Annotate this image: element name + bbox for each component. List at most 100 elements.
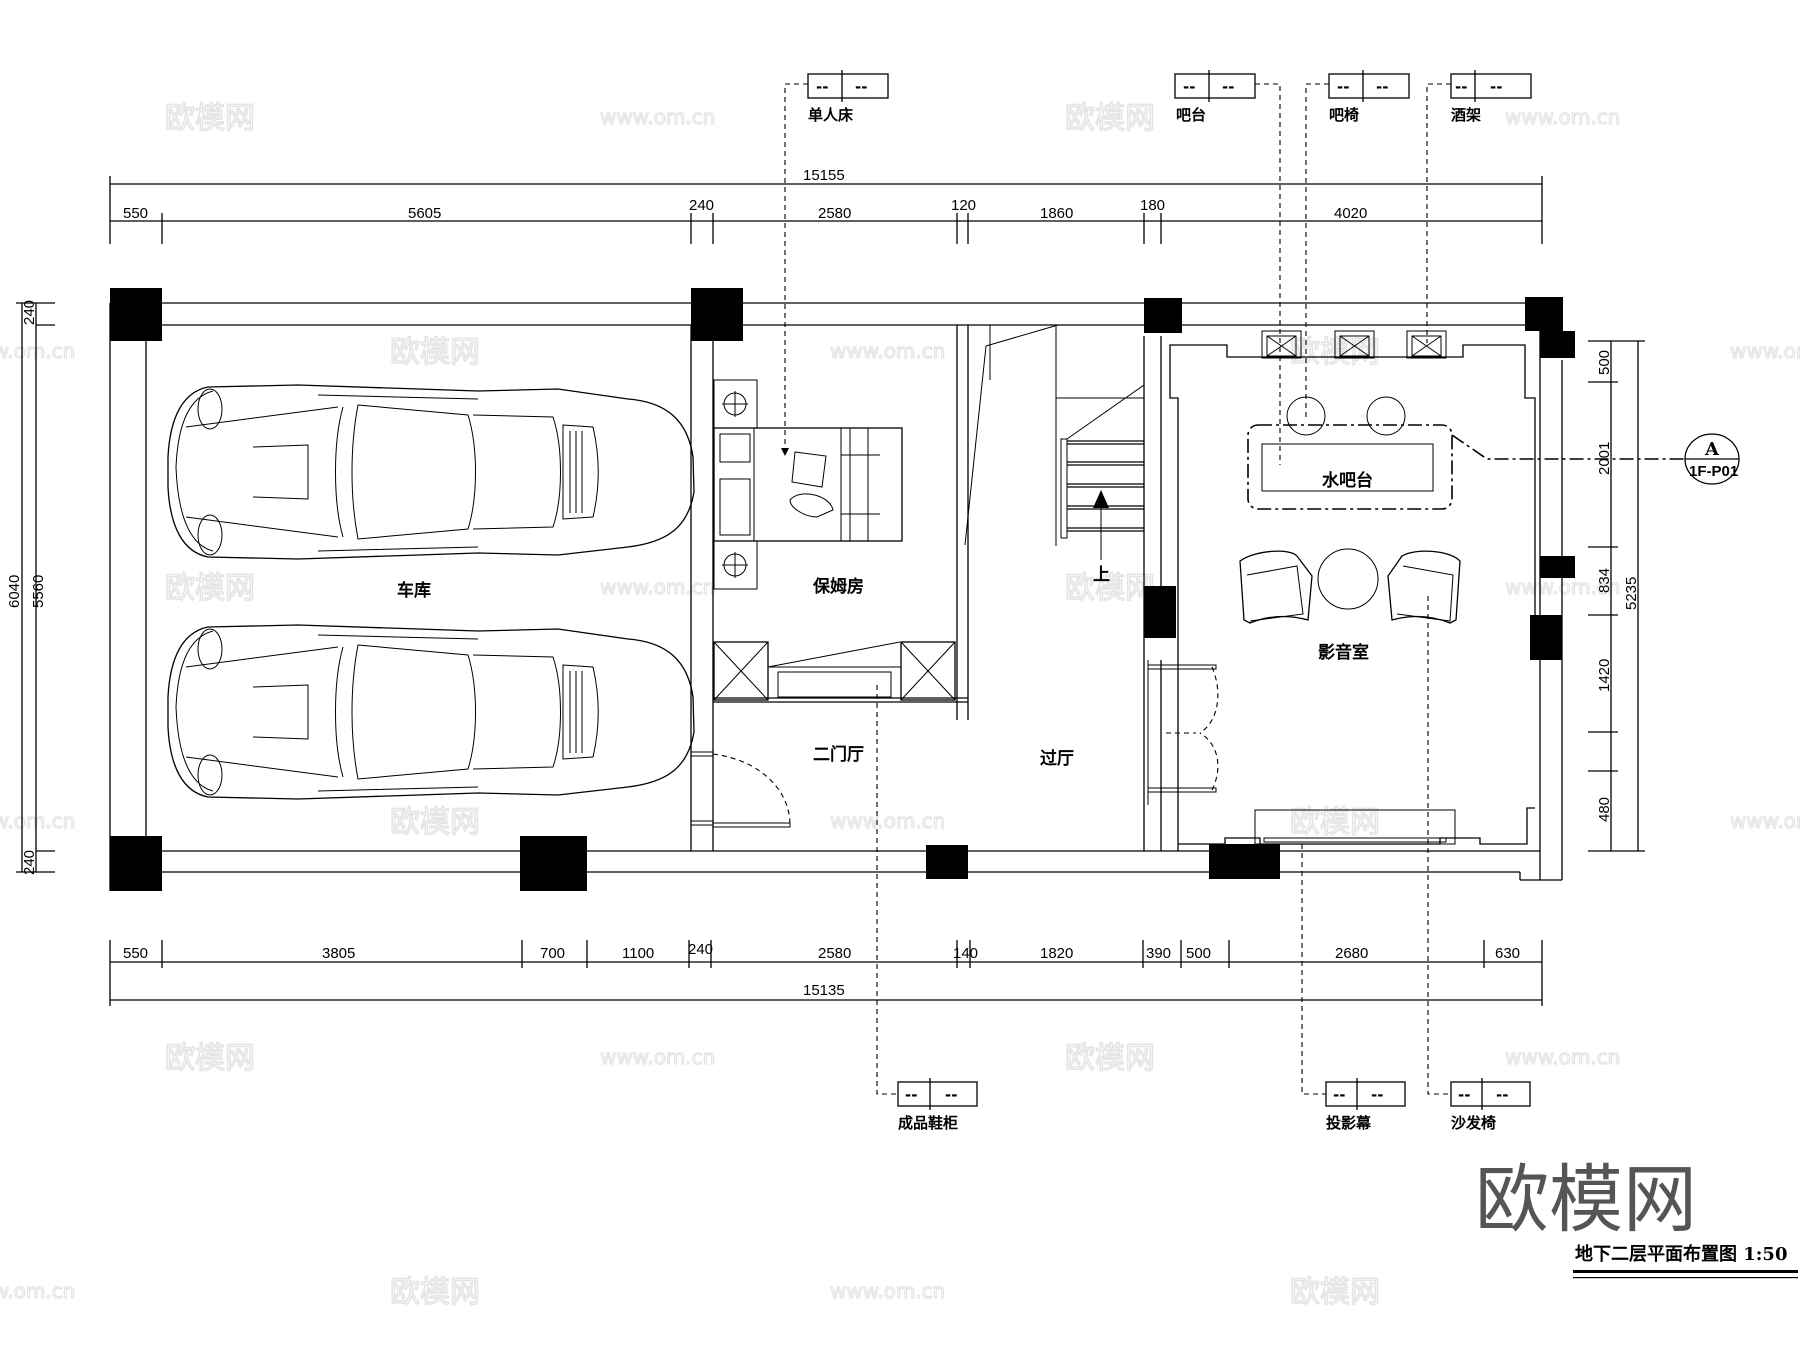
svg-text:120: 120 — [951, 197, 976, 214]
svg-text:欧模网: 欧模网 — [390, 805, 480, 840]
tag-shoe-cabinet: -- -- 成品鞋柜 — [876, 685, 978, 1132]
wine-rack-icon — [1261, 330, 1447, 359]
brand-watermark: 欧模网 — [1475, 1157, 1697, 1243]
svg-text:投影幕: 投影幕 — [1326, 1114, 1372, 1132]
svg-text:500: 500 — [1186, 945, 1211, 962]
projection-screen-icon — [1254, 809, 1456, 845]
svg-text:--: -- — [905, 1086, 917, 1104]
svg-text:1860: 1860 — [1040, 205, 1073, 222]
svg-text:500: 500 — [1596, 350, 1613, 375]
svg-text:240: 240 — [21, 300, 38, 325]
water-bar-counter: 水吧台 — [1247, 424, 1453, 510]
svg-text:--: -- — [816, 78, 828, 96]
drawing-title: 地下二层平面布置图 1:50 — [1575, 1243, 1787, 1265]
svg-text:吧椅: 吧椅 — [1329, 106, 1359, 124]
staircase-icon: 上 — [1056, 384, 1145, 585]
right-dimension-lines: 500 2001 834 1420 480 5235 — [1588, 340, 1645, 852]
room-label-corridor: 过厅 — [1040, 749, 1074, 769]
svg-text:--: -- — [945, 1086, 957, 1104]
svg-text:5235: 5235 — [1623, 577, 1640, 610]
svg-text:吧台: 吧台 — [1176, 106, 1206, 124]
svg-text:--: -- — [1458, 1086, 1470, 1104]
svg-text:欧模网: 欧模网 — [165, 1041, 255, 1076]
nanny-room-door — [964, 324, 1059, 700]
svg-text:--: -- — [1490, 78, 1502, 96]
svg-text:140: 140 — [953, 945, 978, 962]
svg-text:单人床: 单人床 — [808, 106, 854, 124]
single-bed-icon — [713, 379, 903, 590]
svg-text:3805: 3805 — [322, 945, 355, 962]
svg-text:沙发椅: 沙发椅 — [1451, 1114, 1496, 1132]
svg-text:欧模网: 欧模网 — [390, 1275, 480, 1310]
svg-text:480: 480 — [1596, 797, 1613, 822]
svg-text:2580: 2580 — [818, 945, 851, 962]
svg-text:www.om.cn: www.om.cn — [830, 339, 945, 363]
svg-text:550: 550 — [123, 205, 148, 222]
svg-text:15155: 15155 — [803, 167, 845, 184]
svg-text:--: -- — [1183, 78, 1195, 96]
svg-text:240: 240 — [21, 850, 38, 875]
svg-text:欧模网: 欧模网 — [165, 571, 255, 606]
car-icon — [167, 624, 695, 800]
svg-text:--: -- — [1222, 78, 1234, 96]
svg-text:2680: 2680 — [1335, 945, 1368, 962]
svg-text:欧模网: 欧模网 — [1065, 571, 1155, 606]
svg-text:180: 180 — [1140, 197, 1165, 214]
bottom-dimension-lines: 550 3805 700 1100 240 2580 140 1820 390 … — [109, 940, 1543, 1006]
watermark-layer: 欧模网 www.om.cn 欧模网 www.om.cn 欧模网 www.om.c… — [0, 100, 1800, 1311]
svg-text:--: -- — [1376, 78, 1388, 96]
structural-columns — [110, 288, 1575, 891]
svg-text:4020: 4020 — [1334, 205, 1367, 222]
bar-stool-icon — [1286, 396, 1406, 436]
svg-text:1420: 1420 — [1596, 659, 1613, 692]
svg-text:www.om.cn: www.om.cn — [0, 1279, 75, 1303]
door-swings — [690, 660, 1219, 851]
tag-projection-screen: -- -- 投影幕 — [1301, 844, 1406, 1132]
svg-text:700: 700 — [540, 945, 565, 962]
svg-text:A: A — [1704, 439, 1720, 460]
svg-text:www.om.cn: www.om.cn — [600, 105, 715, 129]
svg-text:5605: 5605 — [408, 205, 441, 222]
room-labels: 车库 保姆房 二门厅 过厅 影音室 — [397, 576, 1369, 769]
svg-text:--: -- — [1496, 1086, 1508, 1104]
svg-text:欧模网: 欧模网 — [390, 335, 480, 370]
svg-text:240: 240 — [688, 941, 713, 958]
svg-text:390: 390 — [1146, 945, 1171, 962]
svg-text:www.om.cn: www.om.cn — [1505, 1045, 1620, 1069]
tag-bar-stool: -- -- 吧椅 — [1305, 70, 1410, 418]
svg-text:1820: 1820 — [1040, 945, 1073, 962]
room-label-theater: 影音室 — [1318, 642, 1369, 663]
svg-text:www.om.cn: www.om.cn — [830, 1279, 945, 1303]
svg-text:成品鞋柜: 成品鞋柜 — [898, 1114, 958, 1132]
svg-text:15135: 15135 — [803, 982, 845, 999]
svg-text:www.om.cn: www.om.cn — [1730, 809, 1800, 833]
shoe-cabinet-icon — [713, 641, 956, 701]
svg-text:酒架: 酒架 — [1451, 106, 1481, 124]
left-dimension-lines: 240 6040 5560 240 — [6, 300, 55, 875]
drawing-title-block: 地下二层平面布置图 1:50 — [1573, 1243, 1798, 1279]
room-label-nanny: 保姆房 — [812, 576, 864, 597]
room-label-garage: 车库 — [397, 580, 431, 601]
sofa-chair-icon — [1239, 548, 1461, 624]
svg-text:1100: 1100 — [622, 945, 654, 962]
svg-text:www.om.cn: www.om.cn — [1730, 339, 1800, 363]
svg-text:834: 834 — [1596, 568, 1613, 593]
svg-text:550: 550 — [123, 945, 148, 962]
tag-single-bed: -- -- 单人床 — [781, 70, 889, 456]
tag-wine-rack: -- -- 酒架 — [1426, 70, 1532, 343]
svg-text:www.om.cn: www.om.cn — [0, 339, 75, 363]
svg-text:--: -- — [1455, 78, 1467, 96]
tag-sofa-chair: -- -- 沙发椅 — [1427, 596, 1531, 1132]
top-dimension-lines: 15155 550 5605 240 2580 120 1860 180 402… — [109, 167, 1543, 244]
svg-text:欧模网: 欧模网 — [165, 101, 255, 136]
svg-text:5560: 5560 — [30, 575, 47, 608]
svg-text:--: -- — [1337, 78, 1349, 96]
svg-text:--: -- — [1333, 1086, 1345, 1104]
svg-text:www.om.cn: www.om.cn — [600, 1045, 715, 1069]
svg-text:--: -- — [855, 78, 867, 96]
section-marker: A 1F-P01 — [1451, 433, 1740, 485]
svg-text:欧模网: 欧模网 — [1065, 1041, 1155, 1076]
svg-text:630: 630 — [1495, 945, 1520, 962]
svg-text:水吧台: 水吧台 — [1322, 470, 1373, 491]
